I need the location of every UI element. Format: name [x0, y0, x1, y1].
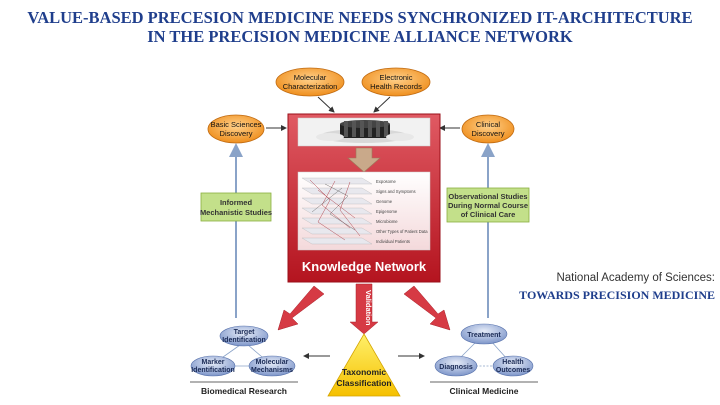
validation-arrow: Validation [349, 283, 379, 335]
electronic-health-records-node: Electronic Health Records [361, 67, 431, 97]
molecular-mechanisms-line-1: Molecular [256, 359, 289, 366]
treatment-node [460, 323, 508, 345]
clinical-discovery-node: Clinical Discovery [461, 114, 515, 144]
taxonomic-line-2: Classification [336, 378, 391, 388]
diagnosis-node [434, 355, 478, 377]
informed-line-2: Mechanistic Studies [200, 208, 272, 217]
clinical-medicine-cluster: Treatment Diagnosis Health Outcomes Clin… [430, 323, 538, 396]
credit-source: National Academy of Sciences: [556, 272, 715, 284]
clinical-discovery-line-1: Clinical [476, 120, 501, 129]
clinical-discovery-line-2: Discovery [472, 129, 505, 138]
layer-epigenome: Epigenome [376, 209, 398, 214]
taxonomic-line-1: Taxonomic [342, 367, 387, 377]
taxonomic-classification-node: Taxonomic Classification [327, 333, 401, 397]
molecular-mechanisms-line-2: Mechanisms [251, 367, 293, 374]
electronic-health-records-line-2: Health Records [370, 82, 422, 91]
molecular-characterization-line-2: Characterization [283, 82, 338, 91]
marker-identification-line-2: Identification [191, 367, 235, 374]
layer-microbiome: Microbiome [376, 219, 398, 224]
target-identification-node [219, 325, 269, 347]
informed-mechanistic-studies-box: Informed Mechanistic Studies [200, 192, 272, 222]
health-outcomes-line-2: Outcomes [496, 367, 530, 374]
left-red-arrow [277, 285, 325, 331]
observational-line-2: During Normal Course [448, 201, 528, 210]
page-title: VALUE-BASED PRECESION MEDICINE NEEDS SYN… [0, 8, 720, 46]
biomedical-research-cluster: Target Identification Marker Identificat… [190, 325, 298, 396]
marker-identification-line-1: Marker [202, 359, 225, 366]
marker-identification-node [190, 355, 236, 377]
health-outcomes-node [492, 355, 534, 377]
network-layers [301, 177, 373, 245]
health-outcomes-line-1: Health [502, 359, 523, 366]
validation-label: Validation [364, 290, 373, 326]
knowledge-network-panel: Exposome Signs and Symptoms Genome Epige… [287, 113, 441, 283]
target-identification-line-2: Identification [222, 337, 266, 344]
title-line-2: IN THE PRECISION MEDICINE ALLIANCE NETWO… [147, 27, 573, 46]
molecular-characterization-node: Molecular Characterization [275, 67, 345, 97]
right-red-arrow [403, 285, 451, 331]
basic-sciences-line-1: Basic Sciences [211, 120, 262, 129]
molecular-mechanisms-node [248, 355, 296, 377]
molecular-to-network-arrow [317, 96, 335, 113]
layer-individual-patients: Individual Patients [376, 239, 410, 244]
observational-line-1: Observational Studies [448, 192, 527, 201]
observational-studies-box: Observational Studies During Normal Cour… [446, 187, 530, 223]
observational-line-3: of Clinical Care [461, 210, 516, 219]
target-identification-line-1: Target [234, 329, 256, 336]
clinical-medicine-label: Clinical Medicine [450, 386, 519, 396]
information-cloud-icon [316, 120, 414, 143]
electronic-health-records-line-1: Electronic [380, 73, 413, 82]
treatment-label: Treatment [467, 332, 501, 339]
ehr-to-network-arrow [373, 96, 391, 113]
title-line-1: VALUE-BASED PRECESION MEDICINE NEEDS SYN… [27, 8, 693, 27]
layer-other-data: Other Types of Patient Data [376, 229, 428, 234]
informed-line-1: Informed [220, 198, 253, 207]
basic-sciences-line-2: Discovery [220, 129, 253, 138]
knowledge-network-label: Knowledge Network [302, 259, 427, 274]
layer-exposome: Exposome [376, 179, 396, 184]
biomedical-research-label: Biomedical Research [201, 386, 287, 396]
molecular-characterization-line-1: Molecular [294, 73, 327, 82]
down-arrow-icon [347, 147, 381, 173]
layer-genome: Genome [376, 199, 393, 204]
layer-signs-symptoms: Signs and Symptoms [376, 189, 416, 194]
basic-sciences-discovery-node: Basic Sciences Discovery [207, 114, 265, 144]
diagnosis-label: Diagnosis [439, 364, 473, 371]
credit-title: TOWARDS PRECISION MEDICINE [519, 288, 715, 302]
